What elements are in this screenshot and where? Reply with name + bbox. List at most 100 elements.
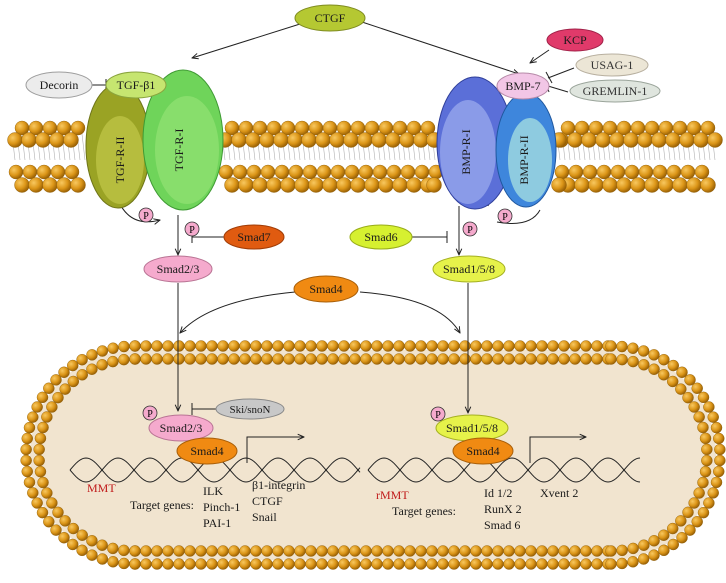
membrane-bead (404, 558, 416, 570)
membrane-bead (627, 556, 639, 568)
membrane-bead (52, 391, 64, 404)
membrane-bead (536, 340, 548, 352)
membrane-bead (344, 164, 360, 180)
gene-b1-integrin: β1-integrin (252, 478, 305, 492)
membrane-bead (693, 132, 709, 148)
bmp7-node: BMP-7 (496, 72, 550, 100)
membrane-bead (70, 177, 86, 193)
membrane-bead (357, 132, 373, 148)
membrane-bead (228, 545, 240, 557)
membrane-bead (274, 164, 290, 180)
membrane-bead (382, 353, 394, 365)
svg-text:P: P (435, 410, 441, 421)
membrane-bead (697, 506, 710, 519)
membrane-bead (107, 556, 119, 568)
membrane-bead (514, 558, 526, 570)
membrane-bead (525, 353, 537, 365)
svg-text:BMP-7: BMP-7 (505, 79, 540, 93)
membrane-bead (605, 545, 617, 557)
membrane-bead (42, 177, 58, 193)
membrane-bead (393, 558, 405, 570)
membrane-bead (667, 522, 679, 535)
membrane-bead (7, 132, 23, 148)
membrane-bead (272, 353, 284, 365)
membrane-bead (393, 340, 405, 352)
membrane-bead (151, 558, 163, 570)
membrane-bead (272, 545, 284, 557)
membrane-bead (693, 411, 705, 423)
tgf-receptor-complex: TGF-R-II TGF-R-I (85, 69, 224, 211)
membrane-bead (691, 382, 703, 394)
phospho-marker: P (430, 406, 446, 422)
membrane-bead (372, 164, 388, 180)
nuclear-smad158-node: Smad1/5/8 (435, 414, 509, 442)
membrane-bead (64, 164, 80, 180)
membrane-bead (547, 545, 559, 557)
membrane-bead (713, 465, 725, 478)
membrane-bead (616, 340, 628, 353)
membrane-bead (679, 132, 695, 148)
membrane-bead (414, 164, 430, 180)
membrane-bead (327, 340, 339, 352)
membrane-bead (448, 545, 460, 557)
membrane-bead (76, 369, 88, 381)
membrane-bead (327, 558, 339, 570)
membrane-bead (31, 401, 43, 413)
membrane-bead (67, 538, 79, 551)
membrane-bead (59, 383, 71, 395)
gene-pinch1: Pinch-1 (203, 500, 240, 514)
membrane-bead (338, 340, 350, 352)
membrane-bead (558, 545, 570, 557)
membrane-bead (228, 340, 240, 352)
membrane-bead (627, 342, 639, 354)
membrane-bead (358, 164, 374, 180)
membrane-bead (707, 487, 719, 499)
membrane-bead (41, 487, 53, 499)
membrane-bead (228, 353, 240, 365)
membrane-bead (50, 524, 62, 536)
membrane-bead (343, 132, 359, 148)
membrane-bead (415, 340, 427, 352)
membrane-bead (658, 177, 674, 193)
membrane-bead (250, 353, 262, 365)
membrane-bead (426, 340, 438, 352)
membrane-bead (392, 177, 408, 193)
decorin-node: Decorin (25, 71, 93, 99)
membrane-bead (616, 177, 632, 193)
phospho-marker: P (184, 221, 200, 237)
membrane-bead (21, 465, 33, 478)
membrane-bead (245, 132, 261, 148)
membrane-bead (50, 374, 62, 386)
membrane-bead (43, 516, 55, 528)
membrane-bead (470, 545, 482, 557)
phospho-marker: P (462, 221, 478, 237)
membrane-bead (713, 432, 725, 445)
cell-membrane (7, 120, 723, 193)
membrane-bead (151, 545, 163, 557)
membrane-bead (96, 345, 109, 357)
membrane-bead (399, 132, 415, 148)
membrane-bead (96, 553, 109, 565)
membrane-bead (283, 545, 295, 557)
membrane-bead (23, 421, 36, 434)
membrane-bead (675, 515, 687, 527)
membrane-bead (371, 340, 383, 352)
membrane-bead (420, 120, 436, 136)
membrane-bead (536, 545, 548, 557)
membrane-bead (261, 558, 273, 570)
membrane-bead (591, 353, 603, 365)
membrane-bead (27, 487, 39, 499)
membrane-bead (252, 177, 268, 193)
svg-text:P: P (189, 225, 195, 236)
membrane-bead (697, 476, 709, 489)
membrane-bead (703, 497, 715, 509)
membrane-bead (260, 164, 276, 180)
membrane-bead (448, 340, 460, 352)
membrane-bead (273, 132, 289, 148)
membrane-bead (624, 164, 640, 180)
svg-text:P: P (502, 212, 508, 223)
membrane-bead (184, 558, 196, 570)
membrane-bead (591, 558, 603, 570)
membrane-bead (224, 177, 240, 193)
membrane-bead (686, 177, 702, 193)
